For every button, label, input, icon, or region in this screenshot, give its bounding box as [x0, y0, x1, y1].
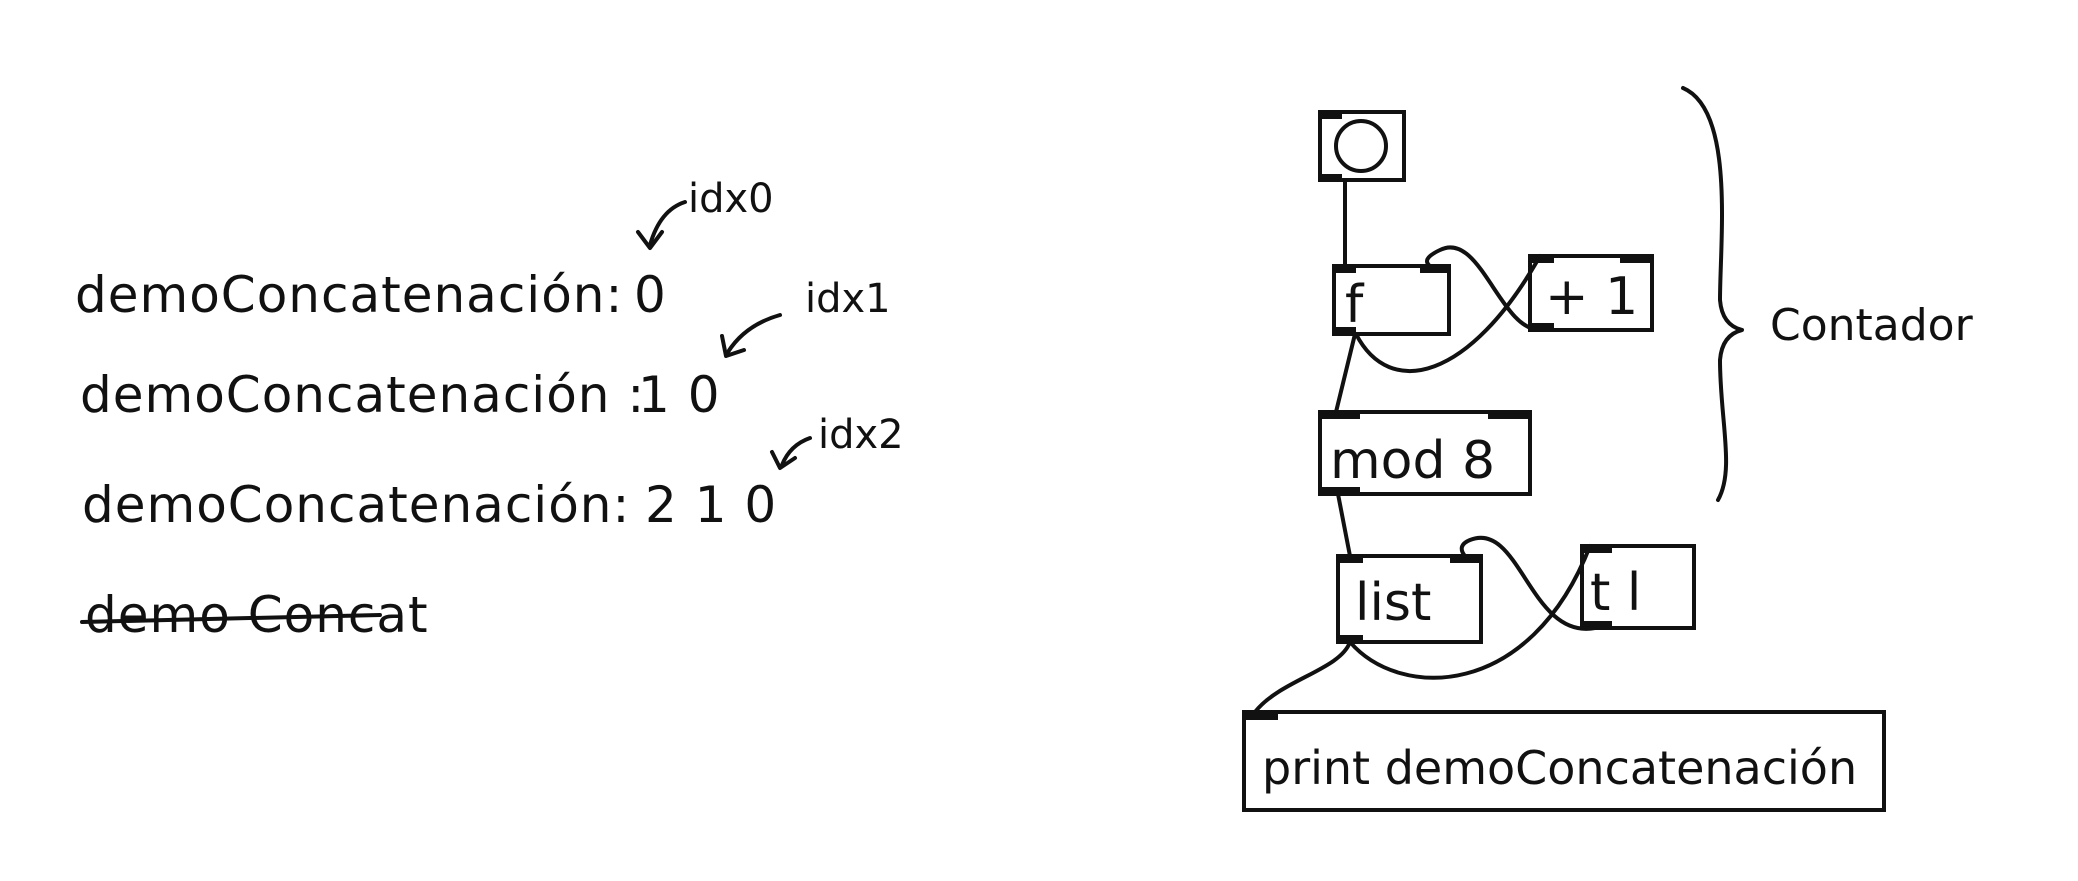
- idx0-arrowhead: [636, 230, 664, 250]
- idx2-annotation: idx2: [818, 412, 904, 458]
- console-line-1-label: demoConcatenación:: [75, 266, 623, 324]
- idx1-arrow: [726, 313, 782, 354]
- trigger-object[interactable]: t l: [1580, 544, 1696, 630]
- float-to-add-wire: [1354, 254, 1542, 373]
- bang-object[interactable]: [1318, 110, 1406, 182]
- idx2-arrow: [780, 436, 812, 467]
- idx1-annotation: idx1: [805, 276, 891, 322]
- trigger-object-label: t l: [1590, 563, 1641, 623]
- struck-text: demo Concat: [80, 586, 428, 644]
- mod-object[interactable]: mod 8: [1318, 410, 1532, 496]
- list-object[interactable]: list: [1336, 554, 1483, 644]
- console-line-2-label: demoConcatenación :: [80, 366, 645, 424]
- console-line-2: demoConcatenación : 1 0: [80, 366, 721, 424]
- print-object-label: print demoConcatenación: [1262, 741, 1857, 795]
- idx1-arrowhead: [720, 334, 746, 358]
- console-line-3-label: demoConcatenación:: [82, 476, 630, 534]
- console-line-1: demoConcatenación: 0: [75, 266, 667, 324]
- mod-to-list-wire: [1336, 492, 1352, 558]
- float-object[interactable]: f: [1332, 264, 1451, 336]
- list-to-print-wire: [1253, 640, 1352, 714]
- float-object-label: f: [1345, 275, 1365, 335]
- contador-bracket: [1681, 86, 1744, 502]
- strikethrough-line: [80, 613, 382, 624]
- console-line-1-values: 0: [634, 266, 667, 324]
- add-object[interactable]: + 1: [1528, 254, 1654, 332]
- mod-object-label: mod 8: [1330, 431, 1495, 491]
- idx0-annotation: idx0: [688, 176, 774, 222]
- add-to-float-wire: [1425, 245, 1542, 332]
- list-to-trigger-wire: [1348, 544, 1592, 680]
- console-line-3: demoConcatenación: 2 1 0: [82, 476, 777, 534]
- idx2-arrowhead: [770, 450, 797, 470]
- print-object[interactable]: print demoConcatenación: [1242, 710, 1886, 812]
- console-line-3-values: 2 1 0: [645, 476, 777, 534]
- console-line-2-values: 1 0: [638, 366, 721, 424]
- bang-circle-icon: [1334, 119, 1388, 173]
- float-to-mod-wire: [1334, 332, 1357, 414]
- idx0-arrow: [648, 200, 687, 247]
- add-object-label: + 1: [1545, 267, 1638, 327]
- contador-label: Contador: [1770, 300, 1974, 351]
- list-object-label: list: [1355, 573, 1431, 633]
- trigger-to-list-wire: [1459, 535, 1597, 631]
